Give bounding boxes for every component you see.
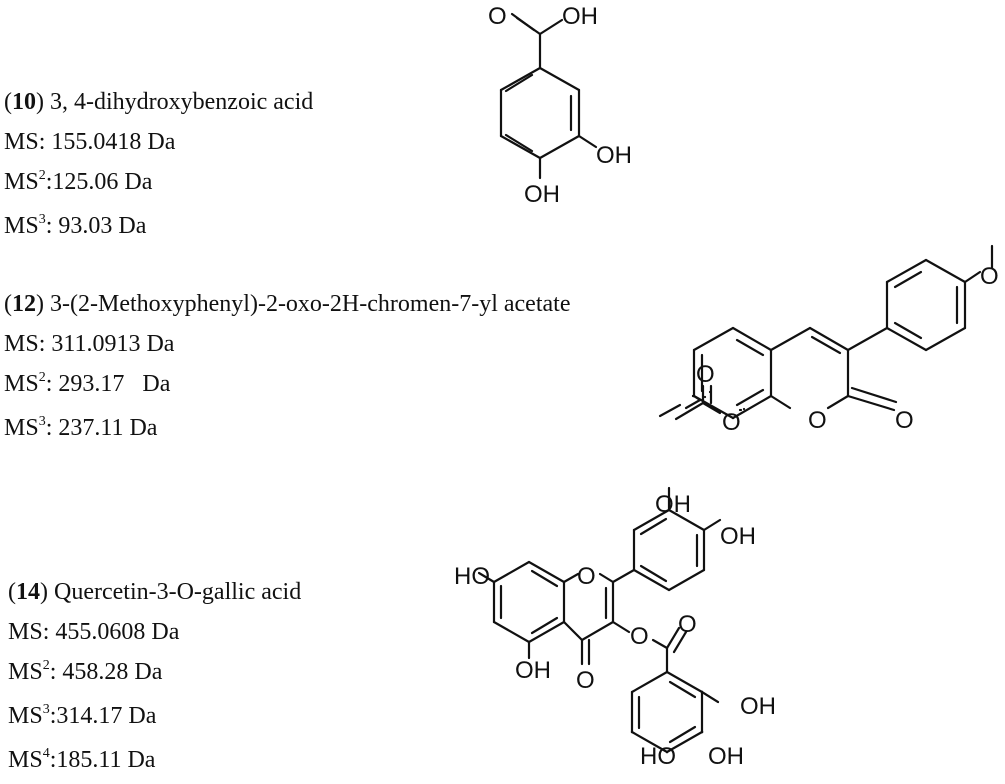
galloyl-bottom-hydroxyl-bonds — [665, 730, 704, 754]
atom-label: O — [722, 409, 741, 436]
compound-number: 14 — [16, 579, 40, 605]
atom-label: OH — [524, 181, 560, 208]
ms-label: MS — [8, 703, 43, 729]
ms2-line: MS2: 293.17 Da — [4, 364, 570, 408]
atom-label: HO — [454, 563, 490, 590]
atom-label: O — [577, 563, 596, 590]
a-ring — [492, 560, 566, 644]
ms-label: MS — [4, 415, 39, 441]
compound-title: (14) Quercetin-3-O-gallic acid — [8, 579, 302, 605]
acetoxy-group — [658, 403, 682, 418]
atom-label: OH — [515, 657, 551, 684]
bond-3-oh — [577, 134, 598, 149]
atom-label: O — [808, 407, 827, 434]
ms-value: : 293.17 Da — [45, 371, 171, 397]
ms-value: : 311.0913 Da — [38, 331, 175, 357]
ms-value: : 458.28 Da — [49, 659, 163, 685]
ms-order: 2 — [38, 168, 46, 183]
ms-value: : 93.03 Da — [45, 213, 147, 239]
atom-label: O — [696, 361, 715, 388]
ms-value: : 237.11 Da — [45, 415, 158, 441]
atom-label: OH — [708, 743, 744, 770]
atom-label: HO — [640, 743, 676, 770]
a-ring-substituents — [477, 571, 531, 660]
b-ring — [632, 486, 722, 592]
atom-label: OH — [740, 693, 776, 720]
ms-value: :314.17 Da — [49, 703, 157, 729]
atom-label: O — [576, 667, 595, 694]
compound-12-info: (12) 3-(2-Methoxyphenyl)-2-oxo-2H-chrome… — [4, 284, 570, 452]
ms-order: 2 — [42, 658, 50, 673]
ms-order: 3 — [38, 212, 46, 227]
atom-label: O — [488, 3, 507, 30]
ms-label: MS — [4, 169, 39, 195]
compound-name: 3-(2-Methoxyphenyl)-2-oxo-2H-chromen-7-y… — [50, 291, 571, 317]
compound-number: 12 — [12, 291, 36, 317]
ms3-line: MS3: 237.11 Da — [4, 408, 570, 452]
compound-title: (10) 3, 4-dihydroxybenzoic acid — [4, 89, 314, 115]
ms-line: MS: 311.0913 Da — [4, 324, 570, 364]
acetyl-bonds — [684, 398, 702, 410]
atom-label: OH — [720, 523, 756, 550]
ms-order: 3 — [42, 702, 50, 717]
structure-dihydroxybenzoic-acid: O OH OH OH — [488, 3, 632, 208]
acetate-drawn-bonds — [674, 384, 722, 421]
compound-name: Quercetin-3-O-gallic acid — [54, 579, 302, 605]
ester-link — [611, 620, 688, 674]
ms-order: 2 — [38, 370, 46, 385]
atom-label: O — [630, 623, 649, 650]
compound-10-info: (10) 3, 4-dihydroxybenzoic acid MS: 155.… — [4, 82, 313, 250]
ms-label: MS — [8, 619, 43, 645]
atom-label: OH — [596, 142, 632, 169]
atom-label: O — [678, 611, 697, 638]
c-ring — [562, 568, 636, 666]
methoxy-group — [963, 244, 994, 284]
atom-label: O — [980, 263, 999, 290]
benzene-ring — [499, 66, 581, 160]
galloyl-ring — [630, 670, 704, 754]
ms-value: : 455.0608 Da — [42, 619, 180, 645]
ms-order: 3 — [38, 414, 46, 429]
compound-title: (12) 3-(2-Methoxyphenyl)-2-oxo-2H-chrome… — [4, 291, 571, 317]
atom-label: OH — [562, 3, 598, 30]
atom-label: OH — [655, 491, 691, 518]
ms2-line: MS2:125.06 Da — [4, 162, 313, 206]
ms3-line: MS3:314.17 Da — [8, 696, 301, 740]
ms2-line: MS2: 458.28 Da — [8, 652, 301, 696]
ms-value: : 155.0418 Da — [38, 129, 176, 155]
structure-coumarin-acetate: O O O O O — [658, 244, 999, 436]
carboxyl-group — [510, 12, 564, 70]
pyranone-ring — [769, 326, 898, 412]
ms3-line: MS3: 93.03 Da — [4, 206, 313, 250]
acetate-substituent — [742, 407, 746, 411]
compound-number: 10 — [12, 89, 36, 115]
ms-label: MS — [4, 371, 39, 397]
structure-quercetin-gallate: HO OH O O O O OH OH OH HO OH — [454, 486, 776, 770]
compound-name: 3, 4-dihydroxybenzoic acid — [50, 89, 314, 115]
ms-label: MS — [8, 659, 43, 685]
ms-label: MS — [4, 213, 39, 239]
ms-label: MS — [4, 129, 39, 155]
ms-label: MS — [4, 331, 39, 357]
ms-order: 4 — [42, 746, 50, 761]
ms-line: MS: 155.0418 Da — [4, 122, 313, 162]
atom-label: O — [895, 407, 914, 434]
ms-value: :125.06 Da — [45, 169, 153, 195]
ms-line: MS: 455.0608 Da — [8, 612, 301, 652]
aryl-ring — [846, 258, 967, 352]
